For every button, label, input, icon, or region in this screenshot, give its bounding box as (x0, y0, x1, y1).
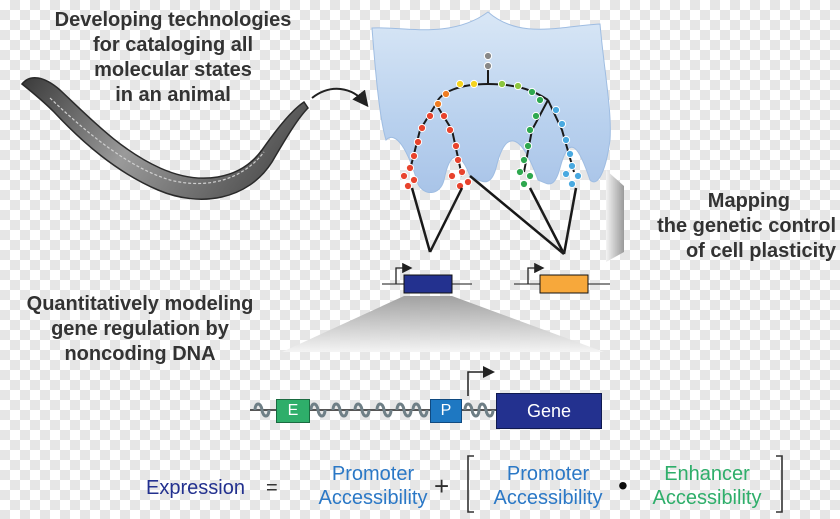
nucleosome-coil (477, 402, 495, 418)
equation-lhs: Expression (146, 477, 245, 499)
curved-arrow-icon (311, 87, 369, 108)
equation-dot: • (618, 470, 628, 501)
modeling-line-1: Quantitatively modeling (26, 293, 254, 315)
bracket-left-icon (467, 455, 474, 513)
lineage-cell-dot (455, 79, 465, 89)
lineage-cell-dot (567, 179, 577, 189)
cataloging-heading: Developing technologies for cataloging a… (32, 8, 314, 108)
worm-image (20, 77, 309, 200)
lineage-cell-dot (445, 125, 455, 135)
mapping-shade (606, 170, 624, 262)
lineage-cell-dot (567, 161, 577, 171)
cataloging-line-3: molecular states (94, 59, 252, 81)
lineage-cell-dot (409, 175, 419, 185)
lineage-cell-dot (469, 79, 479, 89)
lineage-cell-dot (399, 171, 409, 181)
lineage-cell-dot (441, 89, 451, 99)
enhancer-box: E (276, 399, 310, 423)
mapping-line-2: the genetic control (657, 215, 836, 237)
equation-term2b: Enhancer Accessibility (634, 462, 780, 510)
term2a-line-1: Promoter (506, 463, 590, 485)
promoter-box: P (430, 399, 462, 423)
modeling-line-2: gene regulation by (51, 318, 229, 340)
equation-equals: = (266, 477, 278, 499)
nucleosome-coil (309, 402, 327, 418)
gene-box: Gene (496, 393, 602, 429)
lineage-cell-dot (409, 151, 419, 161)
nucleosome-coil (253, 402, 271, 418)
lineage-cell-dot (573, 171, 583, 181)
lineage-cell-dot (457, 167, 467, 177)
lineage-cell-dot (523, 141, 533, 151)
zoom-fan (282, 296, 604, 352)
lineage-cell-dot (483, 51, 493, 61)
lineage-cell-dot (515, 167, 525, 177)
equation-term1: Promoter Accessibility (298, 462, 448, 510)
lineage-cell-dot (463, 177, 473, 187)
cataloging-line-4: in an animal (115, 84, 231, 106)
lineage-cell-dot (561, 135, 571, 145)
equation-term2a: Promoter Accessibility (474, 462, 622, 510)
lineage-cell-dot (439, 111, 449, 121)
lineage-cell-dot (519, 155, 529, 165)
lineage-cell-dot (453, 155, 463, 165)
orange-gene (514, 262, 610, 294)
lineage-cell-dot (425, 111, 435, 121)
term2b-line-1: Enhancer (664, 463, 750, 485)
lineage-cell-dot (433, 99, 443, 109)
term1-line-1: Promoter (331, 463, 415, 485)
modeling-line-3: noncoding DNA (64, 343, 216, 365)
lineage-dots (399, 51, 583, 191)
nucleosome-coil (395, 402, 413, 418)
lineage-cell-dot (565, 149, 575, 159)
term2a-line-2: Accessibility (493, 487, 603, 509)
lineage-cell-dot (525, 125, 535, 135)
term1-line-2: Accessibility (318, 487, 428, 509)
nucleosome-coil (375, 402, 393, 418)
lineage-cell-dot (405, 163, 415, 173)
modeling-heading: Quantitatively modeling gene regulation … (2, 292, 278, 367)
regulation-lines (410, 175, 578, 255)
lineage-cell-dot (525, 171, 535, 181)
lineage-cell-dot (417, 123, 427, 133)
lineage-cell-dot (497, 79, 507, 89)
equation-plus: + (434, 471, 450, 501)
lineage-cell-dot (403, 181, 413, 191)
nucleosome-coil (463, 402, 481, 418)
mapping-line-1: Mapping (707, 190, 790, 212)
mapping-line-3: of cell plasticity (685, 240, 836, 262)
lineage-cell-dot (519, 179, 529, 189)
lineage-cell-dot (527, 87, 537, 97)
nucleosome-coil (411, 402, 429, 418)
bracket-right-icon (776, 455, 783, 513)
lineage-cell-dot (513, 81, 523, 91)
epigenetic-landscape (371, 11, 611, 193)
lineage-cell-dot (483, 61, 493, 71)
lineage-cell-dot (561, 169, 571, 179)
nucleosome-coil (331, 402, 349, 418)
cataloging-line-1: Developing technologies (54, 9, 292, 31)
mapping-heading: Mapping the genetic control of cell plas… (608, 189, 836, 264)
lineage-cell-dot (413, 137, 423, 147)
nucleosome-coil (353, 402, 371, 418)
blue-gene (382, 262, 472, 294)
lineage-cell-dot (447, 171, 457, 181)
lineage-cell-dot (535, 95, 545, 105)
lineage-cell-dot (531, 111, 541, 121)
term2b-line-2: Accessibility (652, 487, 762, 509)
cataloging-line-2: for cataloging all (92, 34, 254, 56)
lineage-cell-dot (551, 105, 561, 115)
lineage-cell-dot (557, 119, 567, 129)
lineage-cell-dot (451, 141, 461, 151)
